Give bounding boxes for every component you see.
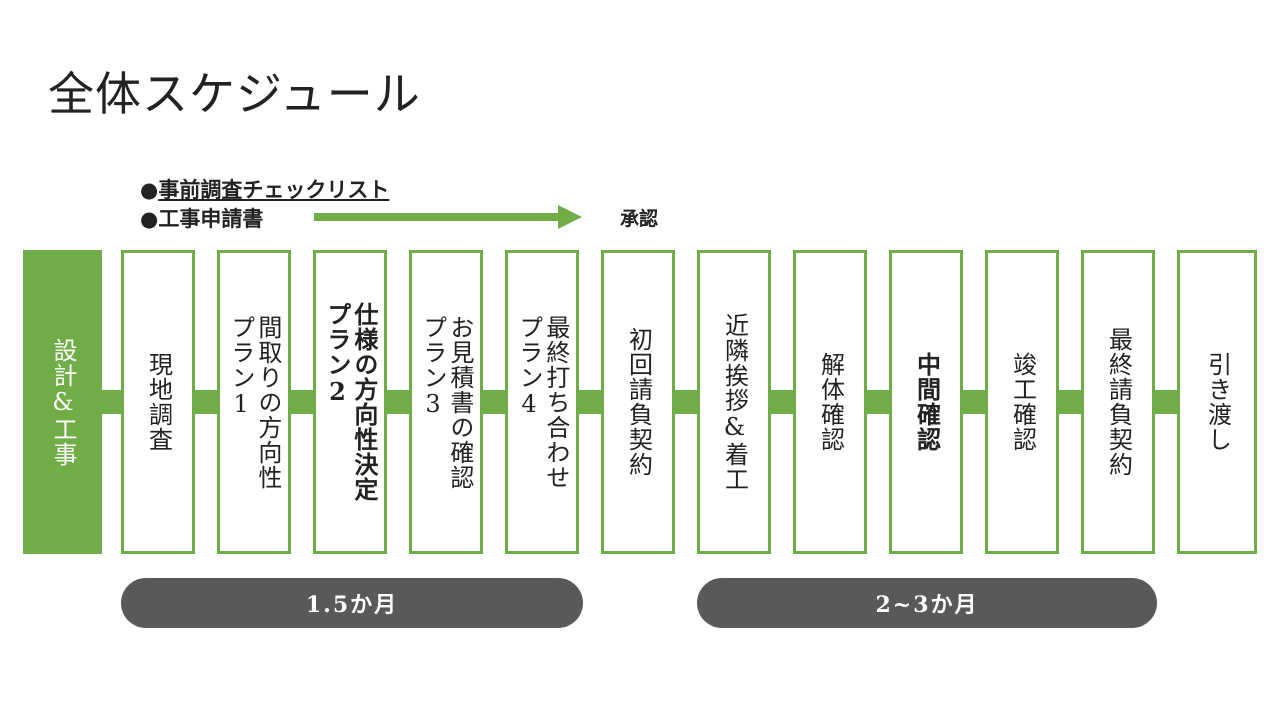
checklist-note: ●事前調査チェックリスト bbox=[140, 174, 389, 204]
step-plan-3: お見積書の確認 プラン3 bbox=[409, 250, 483, 554]
step-completion-check: 竣工確認 bbox=[985, 250, 1059, 554]
step-label: 設計&工事 bbox=[48, 337, 77, 467]
step-handover: 引き渡し bbox=[1177, 250, 1257, 554]
step-label: 近隣挨拶&着工 bbox=[720, 312, 749, 492]
step-label: 中間確認 bbox=[912, 352, 942, 452]
page-title: 全体スケジュール bbox=[48, 67, 421, 121]
step-label: 最終請負契約 bbox=[1104, 327, 1133, 477]
application-note: ●工事申請書 bbox=[140, 207, 264, 231]
step-site-survey: 現地調査 bbox=[121, 250, 195, 554]
step-label: 現地調査 bbox=[144, 352, 173, 452]
checklist-link[interactable]: 事前調査チェックリスト bbox=[158, 178, 390, 202]
step-plan-2: 仕様の方向性決定 プラン2 bbox=[313, 250, 387, 554]
step-label: 間取りの方向性 プラン1 bbox=[227, 314, 282, 490]
step-plan-4: 最終打ち合わせ プラン4 bbox=[505, 250, 579, 554]
step-greeting-start: 近隣挨拶&着工 bbox=[697, 250, 771, 554]
duration-badge-construction: 2~3か月 bbox=[697, 578, 1157, 628]
step-label: 初回請負契約 bbox=[624, 327, 653, 477]
checklist-bullet: ● bbox=[140, 178, 159, 202]
step-plan-1: 間取りの方向性 プラン1 bbox=[217, 250, 291, 554]
step-label: 解体確認 bbox=[816, 352, 845, 452]
duration-badge-design: 1.5か月 bbox=[121, 578, 583, 628]
step-label: 竣工確認 bbox=[1008, 352, 1037, 452]
approval-label: 承認 bbox=[620, 208, 659, 230]
step-label: お見積書の確認 プラン3 bbox=[419, 314, 474, 490]
step-demolition-check: 解体確認 bbox=[793, 250, 867, 554]
step-label: 仕様の方向性決定 プラン2 bbox=[323, 302, 379, 502]
step-label: 最終打ち合わせ プラン4 bbox=[515, 314, 570, 490]
step-label: 引き渡し bbox=[1203, 352, 1232, 452]
step-initial-contract: 初回請負契約 bbox=[601, 250, 675, 554]
step-design-construction: 設計&工事 bbox=[23, 250, 102, 554]
step-final-contract: 最終請負契約 bbox=[1081, 250, 1155, 554]
step-midway-check: 中間確認 bbox=[889, 250, 963, 554]
arrow-right-icon bbox=[314, 205, 582, 229]
